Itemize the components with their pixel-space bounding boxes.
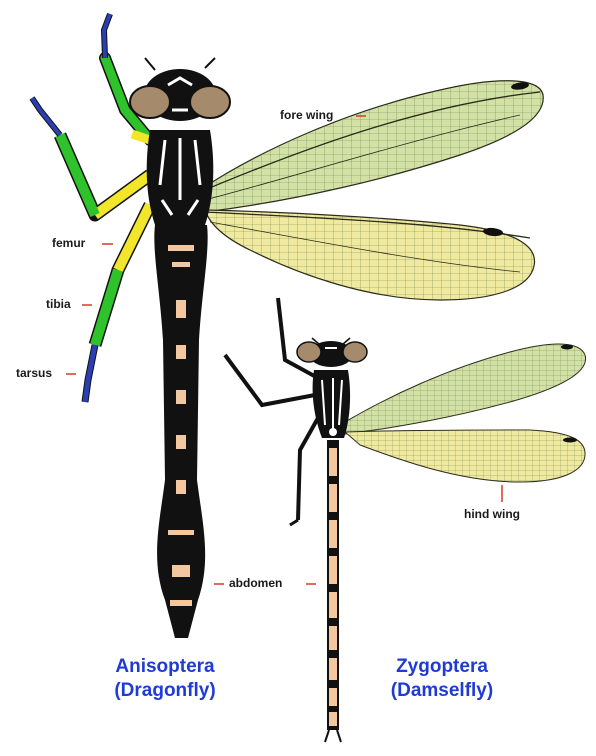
dragonfly-hind-wing	[205, 210, 535, 300]
fore-wing-label: fore wing	[280, 108, 333, 122]
zygoptera-title: Zygoptera (Damselfly)	[372, 655, 512, 703]
anisoptera-common-name: (Dragonfly)	[95, 679, 235, 703]
femur-label: femur	[52, 236, 85, 250]
hind-wing-label: hind wing	[464, 507, 520, 521]
zygoptera-name: Zygoptera	[372, 655, 512, 679]
damselfly-head	[297, 338, 367, 367]
dragonfly-thorax	[147, 125, 214, 225]
anisoptera-name: Anisoptera	[95, 655, 235, 679]
anisoptera-title: Anisoptera (Dragonfly)	[95, 655, 235, 703]
damselfly-thorax	[313, 370, 351, 438]
dragonfly-legs	[32, 14, 150, 402]
tibia-label: tibia	[46, 297, 71, 311]
damselfly-legs	[225, 298, 318, 525]
dragonfly-abdomen	[154, 225, 207, 638]
dragonfly-head	[130, 58, 230, 121]
dragonfly-fore-wing	[200, 81, 543, 212]
abdomen-label: abdomen	[229, 576, 282, 590]
tarsus-label: tarsus	[16, 366, 52, 380]
damselfly-abdomen	[325, 440, 341, 742]
damselfly-hind-wing	[345, 430, 585, 482]
damselfly-fore-wing	[340, 344, 586, 434]
zygoptera-common-name: (Damselfly)	[372, 679, 512, 703]
